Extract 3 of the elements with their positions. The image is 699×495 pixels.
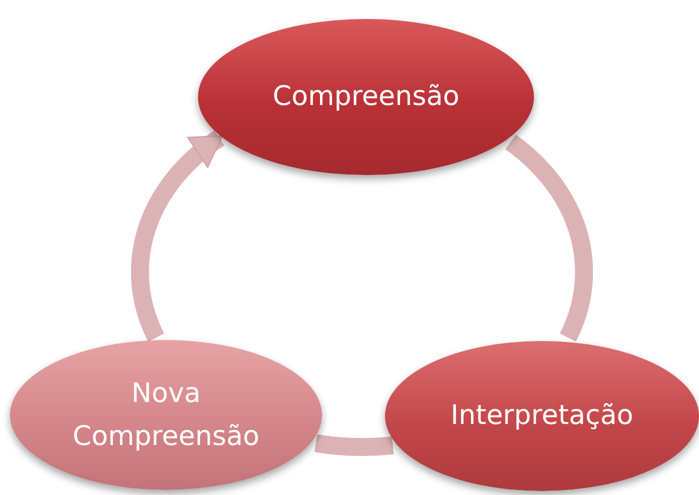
node-label: Interpretação xyxy=(450,399,634,434)
node-label: Compreensão xyxy=(272,80,460,114)
node-label: Nova Compreensão xyxy=(72,376,260,454)
